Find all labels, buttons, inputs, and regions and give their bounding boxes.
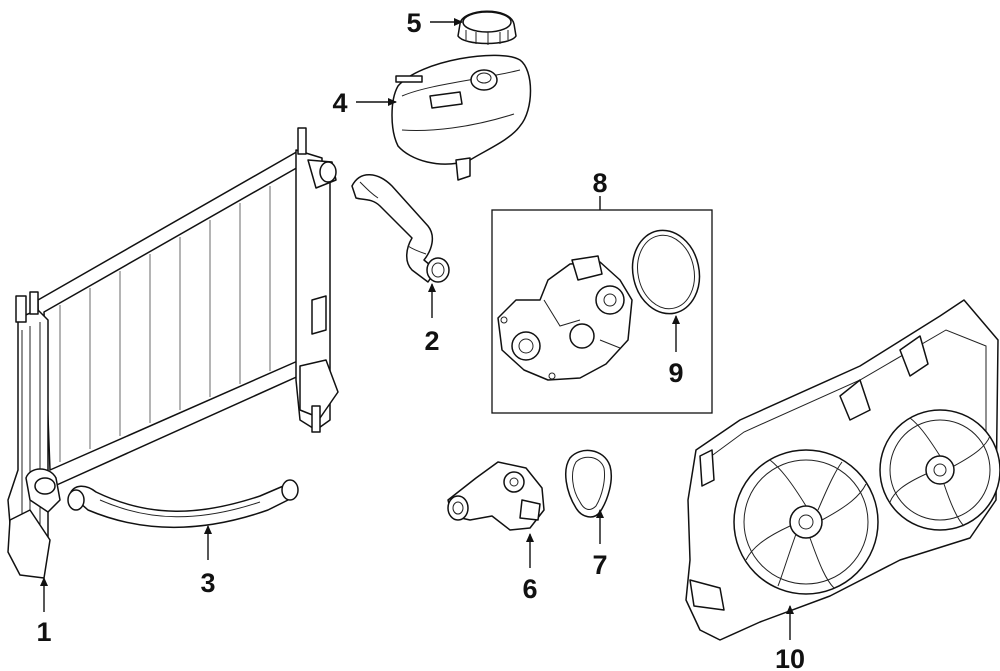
callout-9: 9 (668, 358, 683, 388)
upper-hose-part[interactable] (351, 174, 450, 283)
callout-labels: 1 2 3 4 5 6 7 8 9 10 (36, 8, 805, 671)
callout-3: 3 (200, 568, 215, 598)
radiator-part[interactable] (7, 127, 339, 579)
callout-6: 6 (522, 574, 537, 604)
coolant-reservoir-part[interactable] (391, 54, 532, 181)
water-pump-gasket-part[interactable] (625, 224, 707, 320)
reservoir-cap-part[interactable] (457, 10, 517, 45)
thermostat-housing-part[interactable] (447, 461, 545, 531)
callout-5: 5 (406, 8, 421, 38)
callout-7: 7 (592, 550, 607, 580)
cooling-fan-assembly-part[interactable] (685, 299, 1000, 641)
water-pump-kit-box (491, 209, 713, 414)
callout-4: 4 (332, 88, 347, 118)
callout-10: 10 (775, 644, 805, 671)
water-pump-part[interactable] (497, 255, 633, 381)
leader-lines (40, 18, 794, 640)
lower-hose-part[interactable] (67, 479, 299, 528)
callout-2: 2 (424, 326, 439, 356)
callout-1: 1 (36, 617, 51, 647)
thermostat-gasket-part[interactable] (564, 449, 612, 518)
callout-8: 8 (592, 168, 607, 198)
